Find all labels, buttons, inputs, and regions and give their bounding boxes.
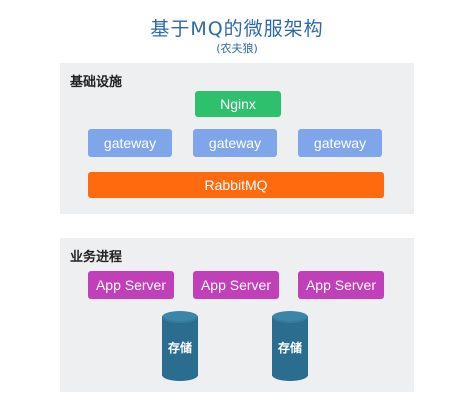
app-server-box: App Server [298,271,384,299]
storage-cylinder-body [272,316,308,376]
storage-cylinder-top [272,311,308,323]
infrastructure-label: 基础设施 [70,75,123,90]
diagram-subtitle: (农夫狼) [216,42,258,55]
storage-cylinder: 存储 [272,311,308,381]
storage-label: 存储 [167,341,192,355]
app-server-box: App Server [88,271,174,299]
infrastructure-panel: 基础设施 Nginx gateway gateway gateway Rabbi… [60,63,414,214]
storage-cylinder: 存储 [162,311,198,381]
business-label: 业务进程 [70,250,123,265]
storage-label: 存储 [277,341,302,355]
business-panel: 业务进程 App Server App Server App Server 存储… [60,238,414,392]
storage-cylinder-top [162,311,198,323]
storage-cylinder-body [162,316,198,376]
gateway-box: gateway [193,129,277,157]
nginx-box: Nginx [195,91,281,117]
gateway-box: gateway [88,129,172,157]
app-server-box: App Server [193,271,279,299]
gateway-box: gateway [298,129,382,157]
rabbitmq-box: RabbitMQ [88,172,384,198]
diagram-title: 基于MQ的微服架构 [150,18,324,40]
